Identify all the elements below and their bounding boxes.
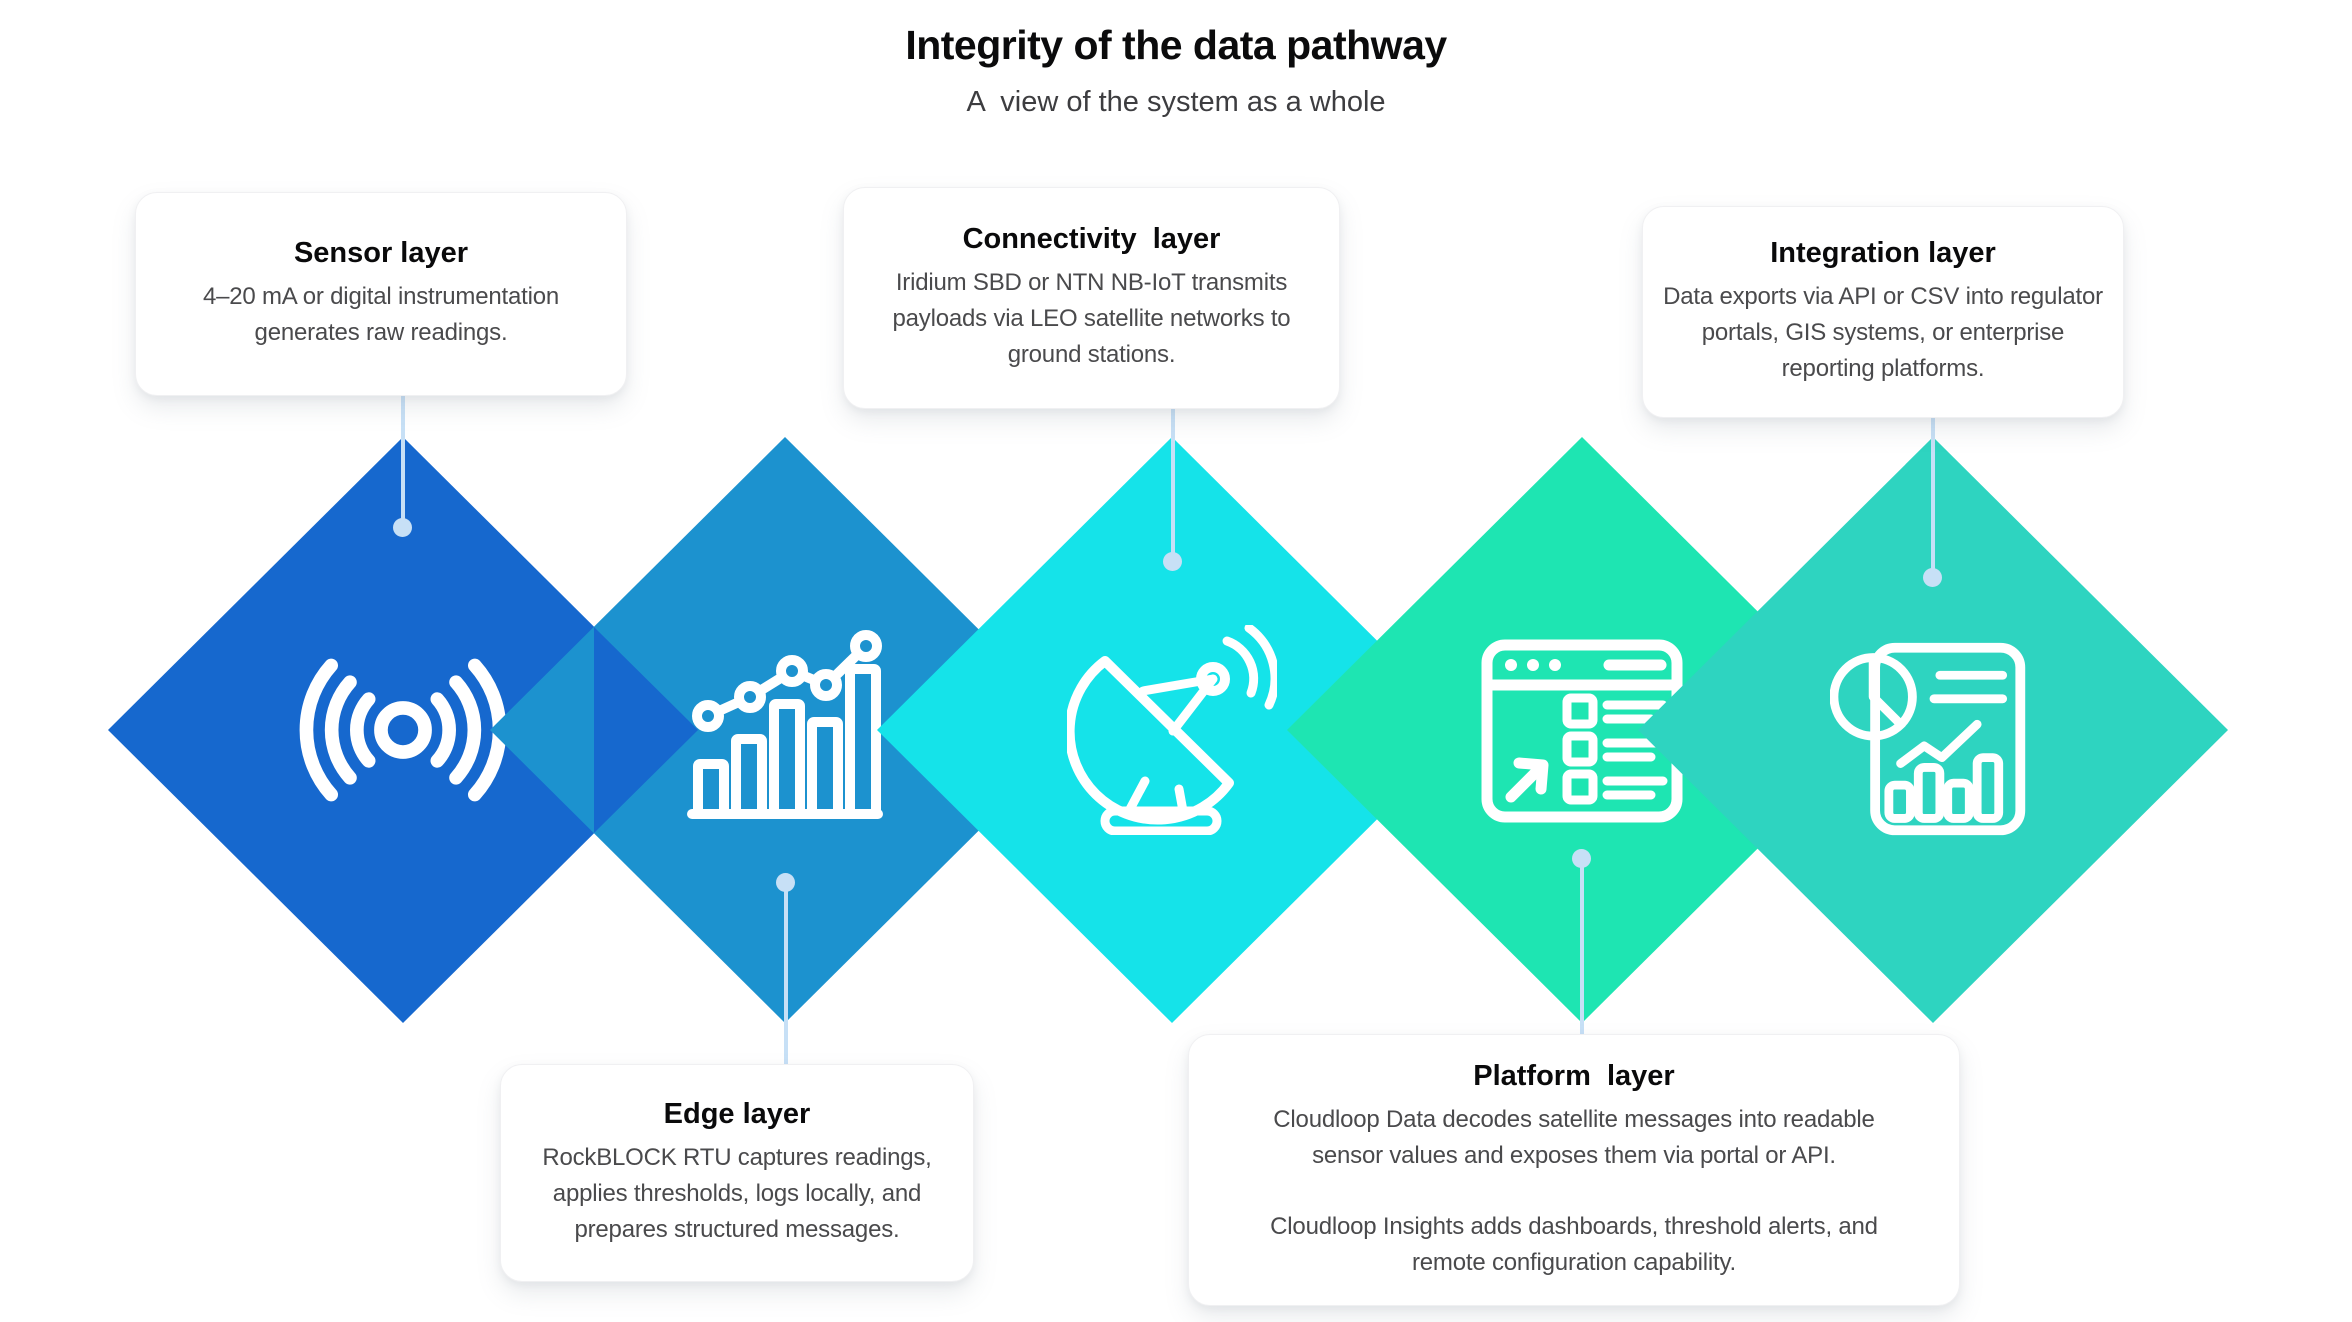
- card-title: Sensor layer: [293, 237, 469, 269]
- card-edge-layer: Edge layer RockBLOCK RTU captures readin…: [500, 1064, 974, 1282]
- connector-line-integration: [1931, 414, 1935, 569]
- card-sensor-layer: Sensor layer 4–20 mA or digital instrume…: [135, 192, 627, 396]
- signal-waves-icon: [299, 658, 507, 802]
- connector-dot-integration: [1923, 568, 1942, 587]
- satellite-dish-icon: [1067, 625, 1277, 835]
- card-body: Cloudloop Data decodes satellite message…: [1273, 1105, 1875, 1169]
- card-title: Connectivity layer: [962, 223, 1221, 255]
- connector-dot-platform: [1572, 849, 1591, 868]
- card-title: Edge layer: [663, 1098, 811, 1130]
- card-body: Data exports via API or CSV into regulat…: [1663, 283, 2103, 382]
- card-platform-layer: Platform layer Cloudloop Data decodes sa…: [1188, 1034, 1960, 1306]
- card-body: Iridium SBD or NTN NB-IoT transmits payl…: [892, 269, 1291, 368]
- connector-line-edge: [784, 890, 788, 1066]
- connector-dot-sensor: [393, 518, 412, 537]
- bar-chart-trend-icon: [687, 630, 883, 819]
- connector-line-platform: [1580, 866, 1584, 1036]
- connector-line-connectivity: [1171, 401, 1175, 553]
- connector-line-sensor: [401, 393, 405, 519]
- card-body: RockBLOCK RTU captures readings, applies…: [542, 1144, 932, 1243]
- card-body: 4–20 mA or digital instrumentation gener…: [202, 283, 560, 346]
- card-title: Platform layer: [1473, 1059, 1675, 1092]
- card-integration-layer: Integration layer Data exports via API o…: [1642, 206, 2124, 418]
- card-connectivity-layer: Connectivity layer Iridium SBD or NTN NB…: [843, 187, 1340, 409]
- card-body-secondary: Cloudloop Insights adds dashboards, thre…: [1270, 1212, 1878, 1276]
- page-subtitle: A view of the system as a whole: [966, 86, 1386, 118]
- connector-dot-connectivity: [1163, 552, 1182, 571]
- connector-dot-edge: [776, 873, 795, 892]
- card-title: Integration layer: [1770, 237, 1996, 269]
- page-title: Integrity of the data pathway: [905, 22, 1447, 68]
- report-document-icon: [1830, 642, 2026, 836]
